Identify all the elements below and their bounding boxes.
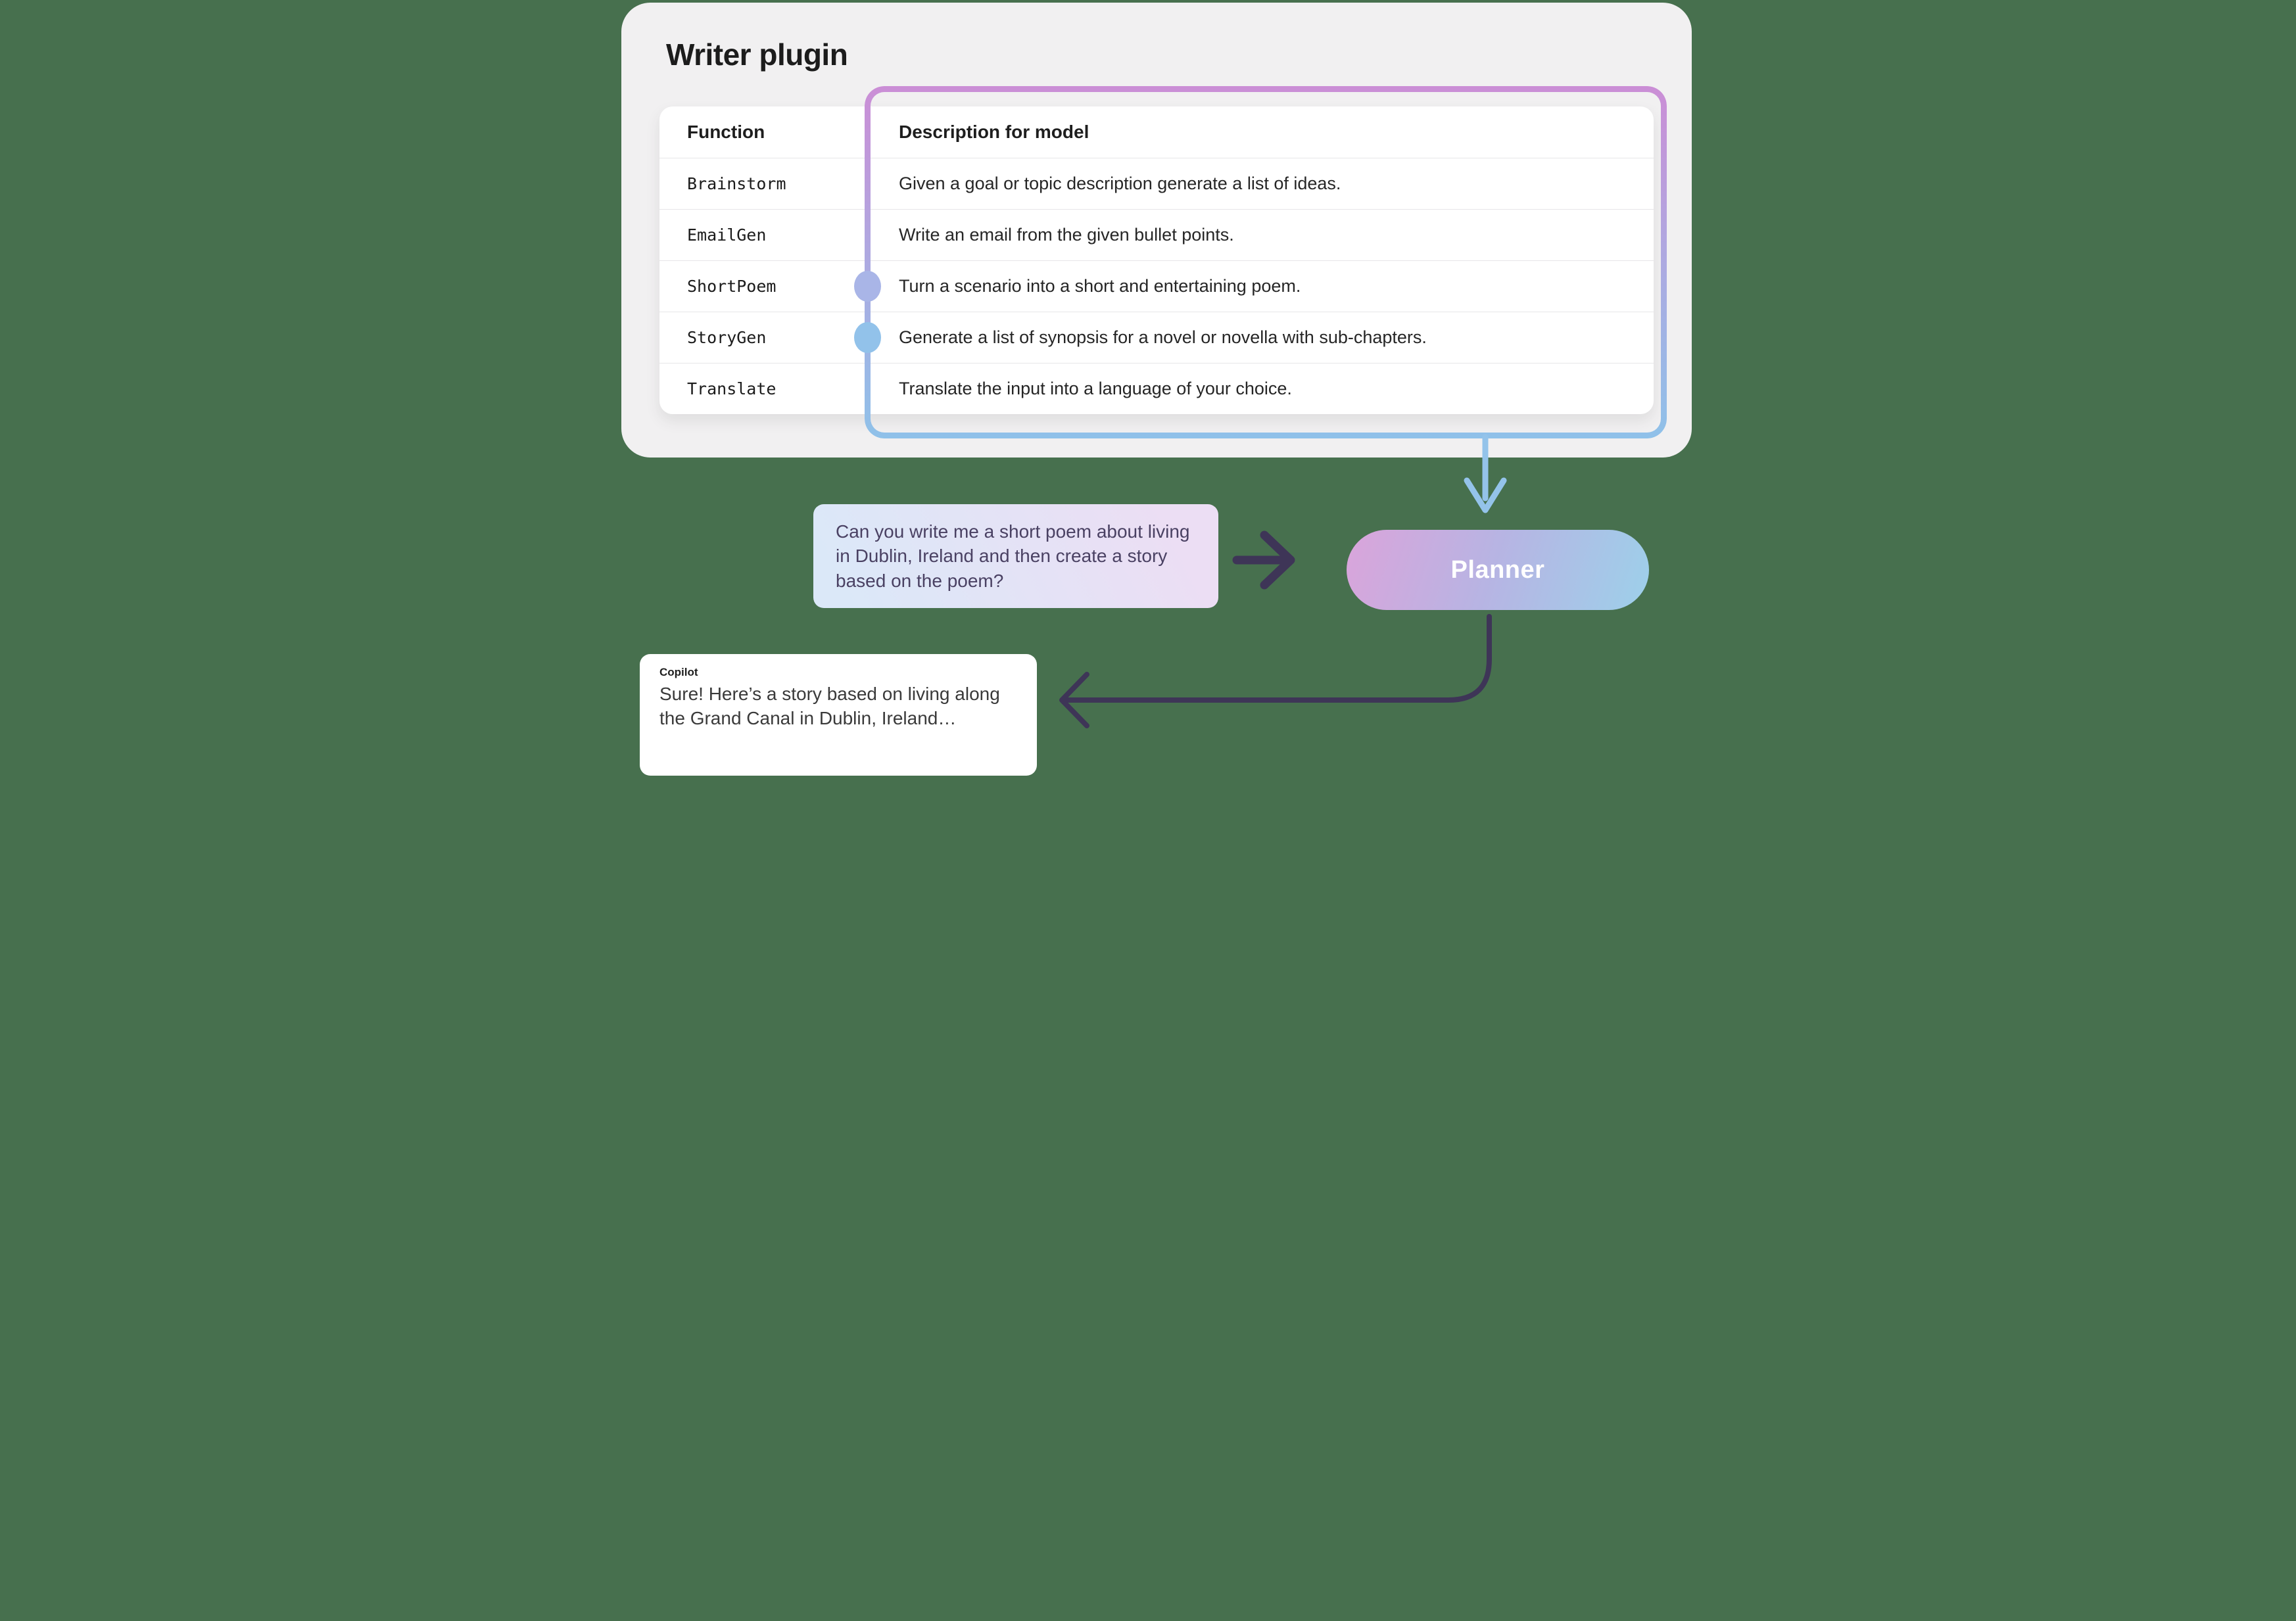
copilot-speaker-label: Copilot (659, 666, 698, 678)
function-description: Translate the input into a language of y… (899, 379, 1292, 398)
table-row: StoryGen Generate a list of synopsis for… (659, 312, 1654, 363)
function-name: EmailGen (687, 225, 767, 245)
function-name: StoryGen (687, 328, 767, 347)
column-header-function: Function (687, 122, 765, 142)
function-description: Given a goal or topic description genera… (899, 174, 1341, 193)
table-header-row: Function Description for model (659, 106, 1654, 158)
user-message-text: Can you write me a short poem about livi… (836, 521, 1190, 591)
function-description: Turn a scenario into a short and enterta… (899, 276, 1301, 296)
function-description: Write an email from the given bullet poi… (899, 225, 1234, 245)
function-name: Brainstorm (687, 174, 786, 193)
table-row: Translate Translate the input into a lan… (659, 363, 1654, 414)
diagram-canvas: Writer plugin Function Description for m… (574, 0, 1722, 810)
user-message-bubble: Can you write me a short poem about livi… (798, 491, 1249, 625)
copilot-message-text: Sure! Here’s a story based on living alo… (659, 684, 1000, 729)
table-row: ShortPoem Turn a scenario into a short a… (659, 260, 1654, 312)
function-description: Generate a list of synopsis for a novel … (899, 327, 1427, 347)
planner-label: Planner (1450, 555, 1545, 584)
table-row: Brainstorm Given a goal or topic descrip… (659, 158, 1654, 209)
function-name: Translate (687, 379, 777, 398)
function-table: Function Description for model Brainstor… (659, 106, 1654, 414)
planner-to-copilot-arrow-icon (1059, 614, 1492, 728)
plugin-title: Writer plugin (666, 37, 848, 72)
column-header-description: Description for model (899, 122, 1089, 142)
table-row: EmailGen Write an email from the given b… (659, 209, 1654, 260)
user-to-planner-arrow-icon (1232, 530, 1295, 590)
copilot-message-bubble: Copilot Sure! Here’s a story based on li… (627, 647, 1053, 798)
planner-node: Planner (1333, 521, 1669, 628)
writer-plugin-card: Writer plugin Function Description for m… (621, 3, 1692, 458)
function-name: ShortPoem (687, 277, 777, 296)
